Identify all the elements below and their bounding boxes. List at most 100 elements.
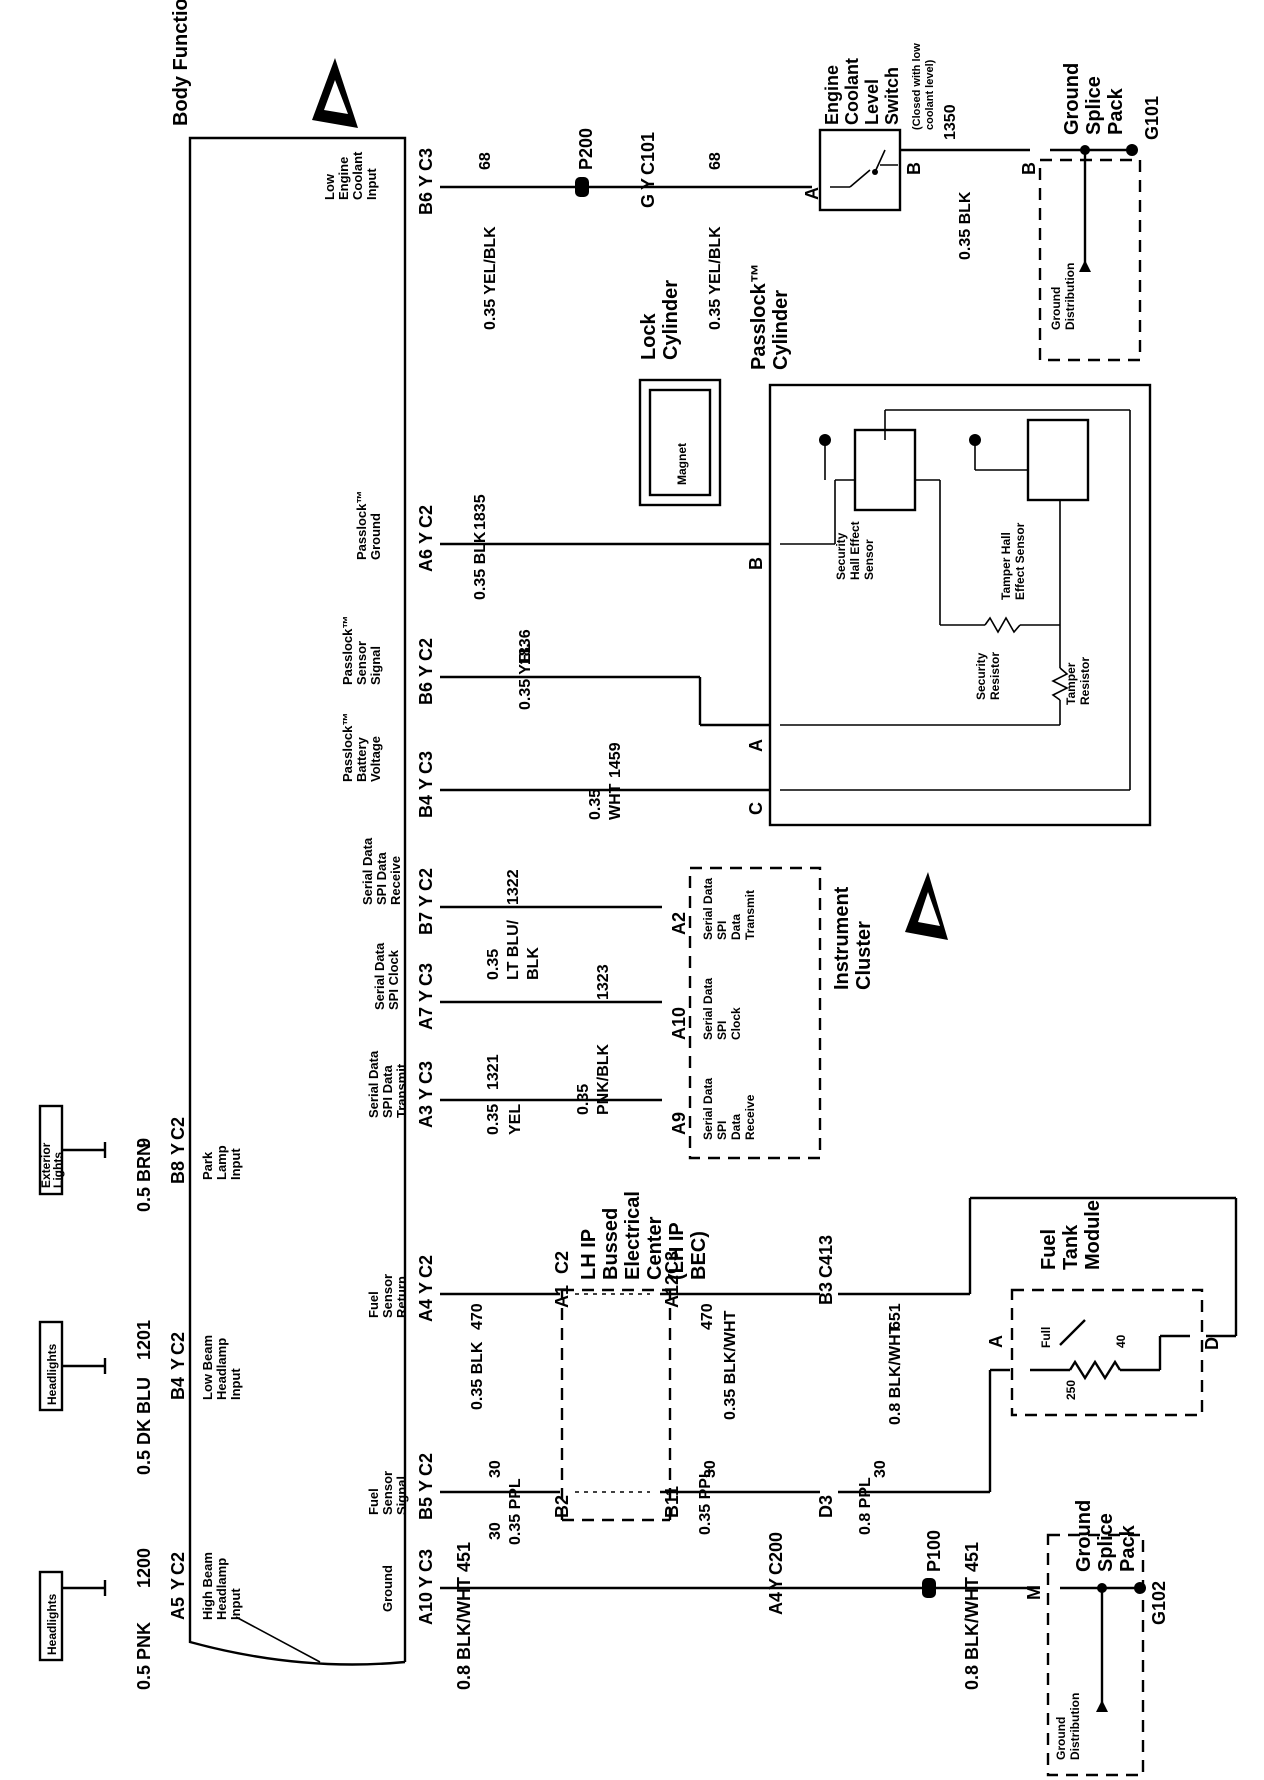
svg-text:B3: B3 — [816, 1282, 836, 1305]
svg-text:Return: Return — [394, 1276, 409, 1318]
svg-text:A5: A5 — [168, 1597, 188, 1620]
wire-0-5-pnk: 0.5 PNK — [134, 1622, 154, 1690]
svg-text:Sensor: Sensor — [862, 539, 876, 580]
svg-text:PNK/BLK: PNK/BLK — [595, 1043, 612, 1115]
svg-text:1322: 1322 — [505, 869, 522, 905]
svg-text:C: C — [746, 802, 766, 815]
svg-text:C2: C2 — [416, 868, 436, 891]
ground-icon-g101 — [1126, 144, 1138, 156]
svg-text:B5: B5 — [416, 1497, 436, 1520]
svg-text:68: 68 — [477, 152, 494, 170]
svg-text:A: A — [802, 187, 822, 200]
p200-passthrough — [575, 177, 589, 197]
svg-text:1836: 1836 — [517, 629, 534, 665]
bfc-pin-label-spi-rx: Serial Data — [360, 837, 375, 905]
svg-text:SPI: SPI — [715, 1021, 729, 1040]
svg-text:0.8 PPL: 0.8 PPL — [857, 1477, 874, 1535]
svg-text:0.35 PPL: 0.35 PPL — [697, 1468, 714, 1535]
svg-text:A7: A7 — [416, 1007, 436, 1030]
bec-title: LH IP — [578, 1229, 600, 1280]
svg-text:0.35 BLK: 0.35 BLK — [472, 531, 489, 600]
svg-text:0.35: 0.35 — [587, 789, 604, 820]
svg-text:470: 470 — [699, 1303, 716, 1330]
svg-text:Tank: Tank — [1060, 1224, 1082, 1270]
svg-text:Y: Y — [638, 178, 658, 190]
fuel-tank-title: Fuel — [1038, 1229, 1060, 1270]
svg-text:P100: P100 — [924, 1530, 944, 1572]
svg-text:Magnet: Magnet — [675, 443, 689, 485]
svg-text:Ground: Ground — [1073, 1500, 1095, 1572]
svg-text:A9: A9 — [669, 1112, 689, 1135]
svg-text:B4: B4 — [168, 1377, 188, 1400]
svg-text:0.35 PPL: 0.35 PPL — [507, 1478, 524, 1545]
svg-text:Signal: Signal — [394, 1476, 409, 1515]
svg-text:30: 30 — [487, 1460, 504, 1478]
svg-text:Splice: Splice — [1083, 76, 1105, 135]
svg-text:Cylinder: Cylinder — [660, 280, 682, 360]
svg-text:Y: Y — [416, 1088, 436, 1100]
svg-text:Serial Data: Serial Data — [701, 878, 715, 940]
svg-text:Park: Park — [200, 1151, 215, 1180]
svg-text:BLK: BLK — [525, 947, 542, 980]
svg-text:Cluster: Cluster — [853, 921, 875, 990]
svg-text:1201: 1201 — [134, 1320, 154, 1360]
ground-icon-g102 — [1134, 1582, 1146, 1594]
svg-text:Signal: Signal — [368, 646, 383, 685]
svg-text:C3: C3 — [416, 1549, 436, 1572]
svg-text:Security: Security — [834, 532, 848, 580]
bfc-pin-label-fuel-return: Fuel — [366, 1291, 381, 1318]
svg-text:C413: C413 — [816, 1235, 836, 1278]
p100-passthrough — [922, 1578, 936, 1598]
svg-text:Headlamp: Headlamp — [214, 1558, 229, 1620]
svg-text:Pack: Pack — [1105, 87, 1127, 135]
svg-text:BEC): BEC) — [688, 1231, 710, 1280]
svg-text:1350: 1350 — [942, 104, 959, 140]
svg-text:30: 30 — [487, 1522, 504, 1540]
svg-text:C2: C2 — [168, 1552, 188, 1575]
svg-text:A: A — [986, 1335, 1006, 1348]
svg-text:Low Beam: Low Beam — [200, 1335, 215, 1400]
svg-text:Full: Full — [1039, 1327, 1053, 1348]
wire-0-5-dk-blu: 0.5 DK BLU — [134, 1377, 154, 1475]
svg-text:Resistor: Resistor — [988, 652, 1002, 700]
svg-text:coolant level): coolant level) — [924, 59, 936, 130]
svg-text:1321: 1321 — [485, 1054, 502, 1090]
svg-text:0.8 BLK/WHT: 0.8 BLK/WHT — [454, 1577, 474, 1690]
svg-text:Receive: Receive — [743, 1094, 757, 1140]
svg-text:Y: Y — [416, 1480, 436, 1492]
svg-text:Tamper Hall: Tamper Hall — [999, 532, 1013, 600]
svg-text:451: 451 — [962, 1542, 982, 1572]
svg-text:B4: B4 — [416, 795, 436, 818]
top-input-low-beam: Headlights 0.5 DK BLU 1201 B4 Y C2 Low B… — [38, 1320, 243, 1475]
svg-text:1323: 1323 — [595, 964, 612, 1000]
svg-text:0.35 BLK: 0.35 BLK — [957, 191, 974, 260]
svg-text:Switch: Switch — [882, 67, 902, 125]
bfc-pin-label-coolant: Low — [322, 173, 337, 200]
svg-text:C2: C2 — [416, 505, 436, 528]
svg-text:Input: Input — [228, 1148, 243, 1180]
svg-text:D3: D3 — [816, 1495, 836, 1518]
ground-icon-security — [819, 434, 831, 446]
bfc-module: Body Function Controller (BFC) — [170, 0, 407, 1666]
svg-text:0.35 YEL: 0.35 YEL — [517, 643, 534, 710]
svg-text:(LH IP: (LH IP — [666, 1222, 688, 1280]
svg-text:Pack: Pack — [1117, 1524, 1139, 1572]
svg-text:C3: C3 — [416, 148, 436, 171]
svg-text:Security: Security — [974, 652, 988, 700]
svg-text:Y: Y — [416, 990, 436, 1002]
svg-text:High Beam: High Beam — [200, 1552, 215, 1620]
svg-text:Splice: Splice — [1095, 1513, 1117, 1572]
bfc-pin-label-passlock-gnd: Passlock™ — [354, 491, 369, 560]
bfc-pin-label-sensor: Passlock™ — [340, 616, 355, 685]
bfc-pin-label-batt: Passlock™ — [340, 713, 355, 782]
svg-text:Ground: Ground — [1049, 287, 1063, 330]
svg-text:Electrical: Electrical — [622, 1191, 644, 1280]
bfc-pin-label-spi-clk: Serial Data — [372, 942, 387, 1010]
svg-text:Center: Center — [644, 1216, 666, 1280]
svg-text:68: 68 — [707, 152, 724, 170]
